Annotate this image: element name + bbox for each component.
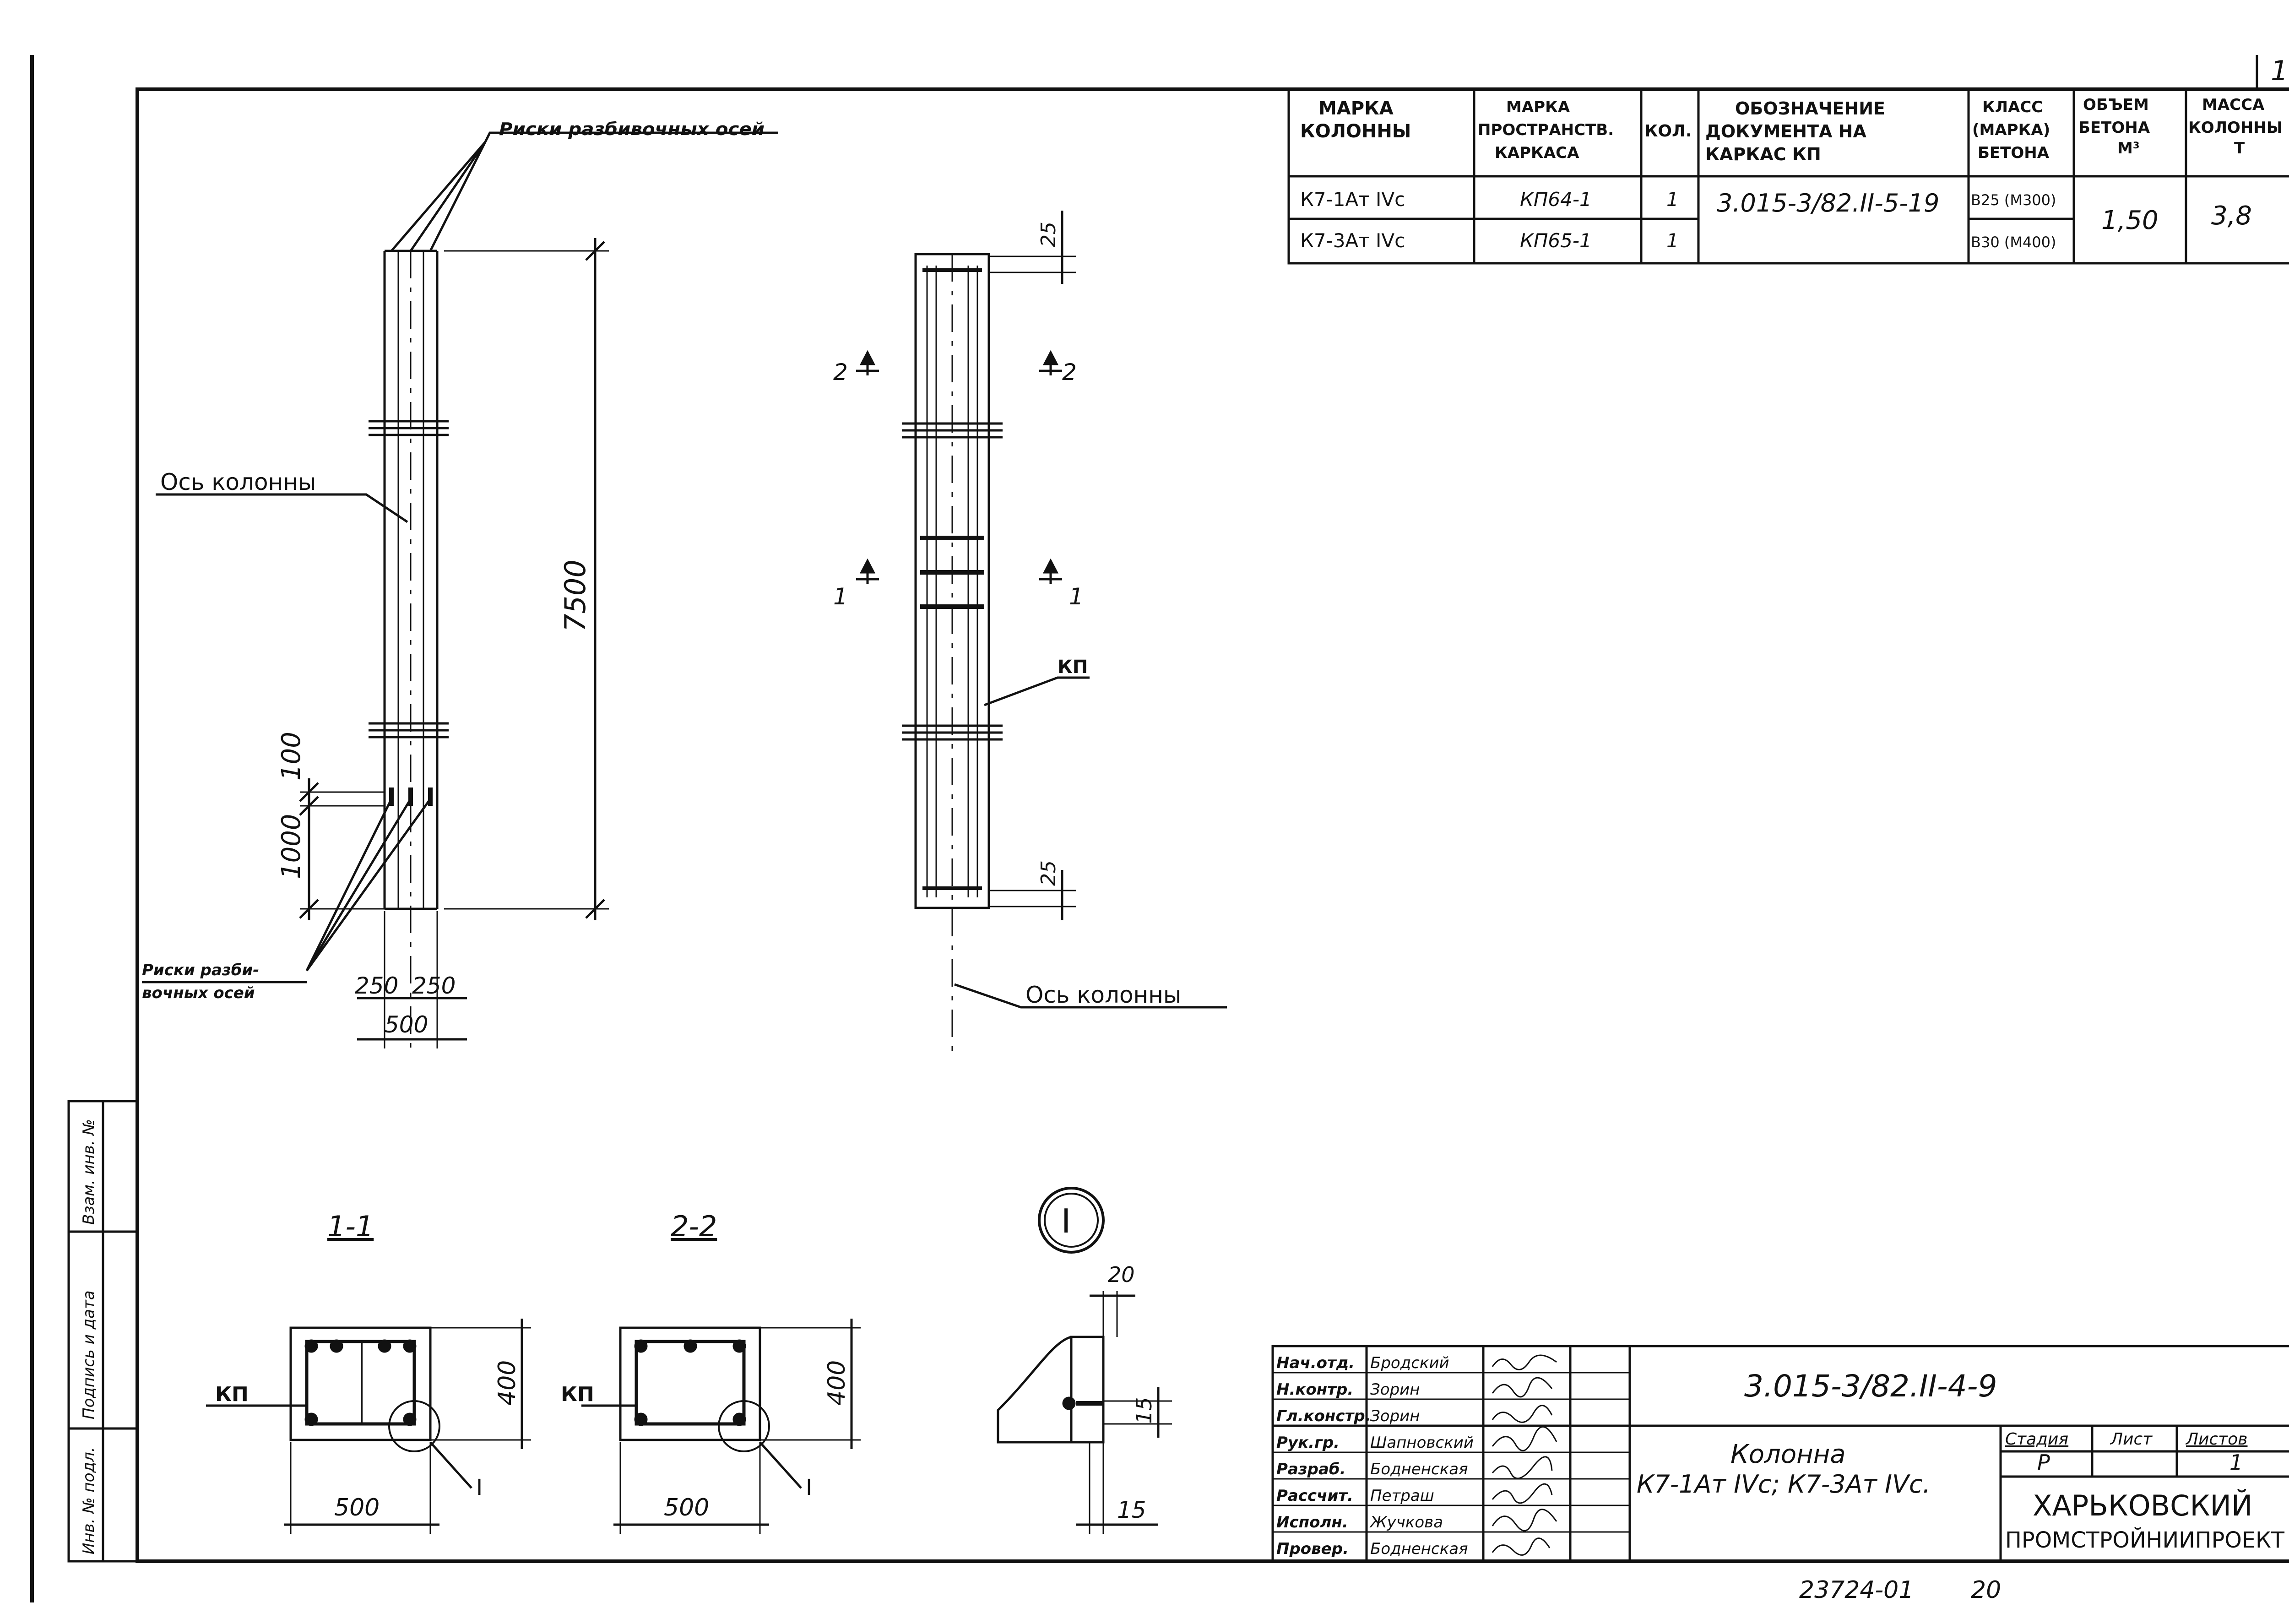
name-0: Бродский <box>1370 1354 1449 1372</box>
spec-volume: 1,50 <box>2101 206 2159 235</box>
title-block-stage-label: Стадия <box>2005 1430 2068 1449</box>
name-3: Шапновский <box>1370 1434 1474 1452</box>
side-stamp-sign: Подпись и дата <box>80 1290 98 1419</box>
dim-500: 500 <box>385 1011 428 1038</box>
title-block-roles: Нач.отд. Н.контр. Гл.констр. Рук.гр. Раз… <box>1276 1354 1371 1558</box>
title-block-sheets: 1 <box>2229 1450 2243 1475</box>
title-block-sheet-label: Лист <box>2110 1430 2153 1449</box>
dim-250-a: 250 <box>355 972 398 999</box>
reinforcement-view <box>856 211 1227 1053</box>
title-block-sheets-label: Листов <box>2185 1430 2247 1449</box>
title-block-title-2: К7-1Ат IVс; К7-3Ат IVс. <box>1637 1470 1931 1499</box>
role-3: Рук.гр. <box>1276 1434 1340 1452</box>
cut-mark-1-right: 1 <box>1069 583 1084 610</box>
row2-concrete: В30 (М400) <box>1971 234 2056 251</box>
section-2-2-title: 2-2 <box>671 1210 717 1243</box>
section-1-1-height: 400 <box>494 1360 521 1406</box>
section-2-2 <box>581 1319 861 1534</box>
row2-qty: 1 <box>1666 229 1679 252</box>
role-4: Разраб. <box>1276 1460 1346 1478</box>
node-dim-15-b: 15 <box>1117 1497 1146 1523</box>
section-1-1 <box>206 1319 531 1534</box>
sheet-frame <box>30 55 2289 1602</box>
spec-mass: 3,8 <box>2211 201 2252 231</box>
section-1-1-width: 500 <box>334 1494 380 1521</box>
cut-mark-1-left: 1 <box>833 583 848 610</box>
section-2-2-height: 400 <box>823 1360 851 1406</box>
name-2: Зорин <box>1370 1407 1420 1425</box>
dim-25-top: 25 <box>1037 222 1060 247</box>
row1-frame: КП64-1 <box>1520 188 1592 211</box>
section-1-1-title: 1-1 <box>327 1210 374 1243</box>
label-kp: КП <box>1058 657 1088 678</box>
node-detail <box>997 1187 1172 1534</box>
row1-mark: К7-1Ат IVс <box>1300 188 1405 211</box>
name-1: Зорин <box>1370 1380 1420 1399</box>
section-2-2-node: I <box>806 1475 812 1500</box>
dim-100: 100 <box>277 732 306 781</box>
spec-document: 3.015-3/82.II-5-19 <box>1717 189 1939 217</box>
section-1-1-node: I <box>476 1475 483 1500</box>
cut-mark-2-left: 2 <box>833 359 848 386</box>
column-elevation <box>142 131 778 1053</box>
dim-1000: 1000 <box>277 814 306 879</box>
role-7: Провер. <box>1276 1540 1349 1558</box>
title-block-doc-code: 3.015-3/82.II-4-9 <box>1744 1369 1997 1404</box>
bottom-code-left: 23724-01 <box>1799 1576 1914 1604</box>
role-1: Н.контр. <box>1276 1380 1353 1399</box>
side-stamp-inv: Инв. № подл. <box>80 1447 98 1554</box>
row1-qty: 1 <box>1666 188 1679 211</box>
th-concrete: КЛАСС(МАРКА)БЕТОНА <box>1972 98 2050 162</box>
name-4: Бодненская <box>1370 1460 1468 1478</box>
dim-25-bottom: 25 <box>1037 860 1060 886</box>
dim-7500: 7500 <box>559 559 592 632</box>
name-6: Жучкова <box>1369 1513 1443 1532</box>
title-block-title-1: Колонна <box>1730 1439 1846 1469</box>
dim-250-b: 250 <box>412 972 456 999</box>
title-block-org-2: ПРОМСТРОЙНИИПРОЕКТ <box>2005 1527 2285 1553</box>
role-0: Нач.отд. <box>1276 1354 1355 1372</box>
label-column-axis-right: Ось колонны <box>1025 982 1181 1008</box>
side-stamp <box>67 1100 139 1563</box>
node-detail-label: I <box>1061 1202 1071 1240</box>
role-2: Гл.констр. <box>1276 1407 1371 1425</box>
row2-mark: К7-3Ат IVс <box>1300 229 1405 252</box>
spec-table <box>1287 88 2289 265</box>
node-dim-15-a: 15 <box>1132 1397 1156 1424</box>
side-stamp-replace: Взам. инв. № <box>80 1119 98 1225</box>
th-qty: КОЛ. <box>1644 122 1692 141</box>
role-6: Исполн. <box>1276 1513 1348 1532</box>
title-block-org-1: ХАРЬКОВСКИЙ <box>2033 1489 2252 1522</box>
role-5: Рассчит. <box>1276 1487 1353 1505</box>
row1-concrete: В25 (М300) <box>1971 191 2056 209</box>
title-block <box>1271 1345 2289 1563</box>
row2-frame: КП65-1 <box>1520 229 1592 252</box>
label-column-axis-left: Ось колонны <box>160 469 316 495</box>
section-1-1-kp: КП <box>215 1383 249 1406</box>
name-7: Бодненская <box>1370 1540 1468 1558</box>
section-2-2-width: 500 <box>664 1494 709 1521</box>
label-axes-top: Риски разбивочных осей <box>499 119 765 139</box>
title-block-names: Бродский Зорин Зорин Шапновский Бодненск… <box>1369 1354 1474 1558</box>
section-2-2-kp: КП <box>561 1383 594 1406</box>
sheet-number: 19 <box>2271 55 2289 87</box>
node-dim-20: 20 <box>1108 1262 1135 1287</box>
label-axes-bottom: Риски разби- <box>142 961 259 979</box>
bottom-code-right: 20 <box>1971 1576 2001 1604</box>
cut-mark-2-right: 2 <box>1062 359 1077 386</box>
name-5: Петраш <box>1370 1487 1434 1505</box>
label-axes-bottom-2: вочных осей <box>142 984 255 1002</box>
title-block-stage: Р <box>2037 1450 2050 1475</box>
